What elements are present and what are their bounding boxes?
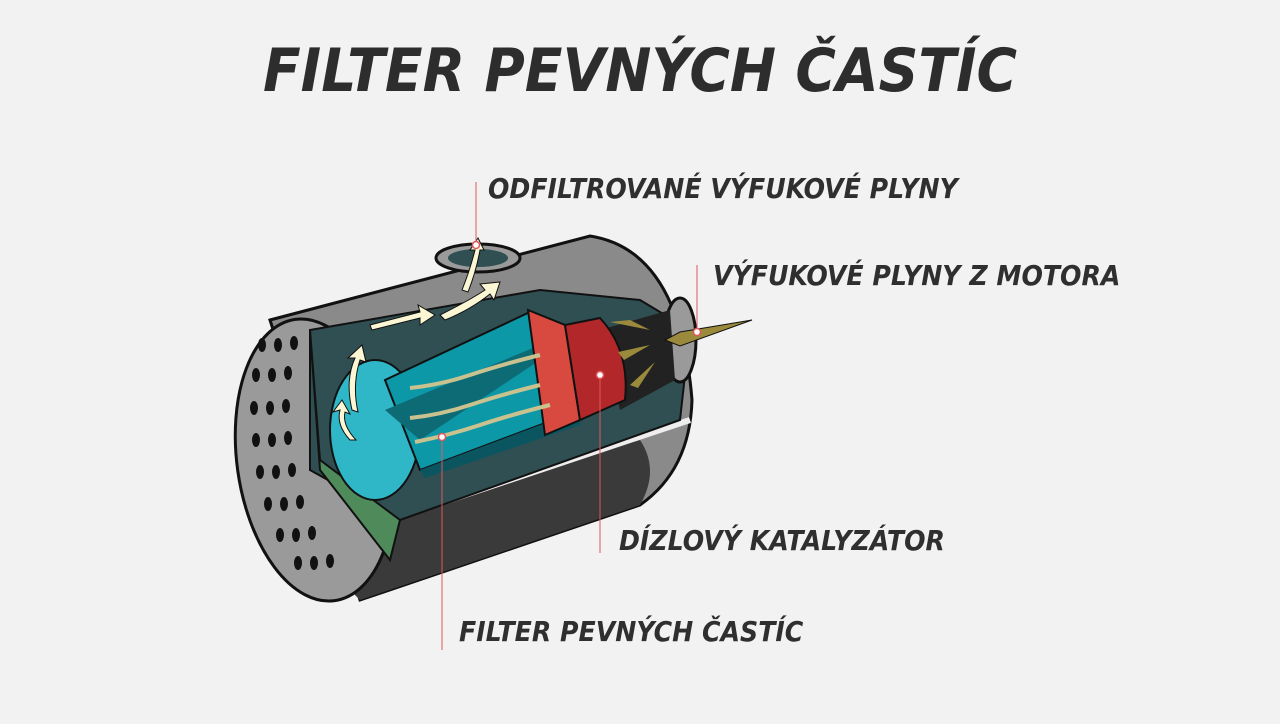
label-filtered-gases: ODFILTROVANÉ VÝFUKOVÉ PLYNY (488, 172, 958, 205)
leader-lines (441, 182, 698, 650)
leader-dots (437, 240, 702, 442)
gas-flow-arrows (331, 237, 753, 444)
diesel-catalyst-element (526, 308, 627, 437)
label-diesel-catalyst: DÍZLOVÝ KATALYZÁTOR (619, 524, 945, 557)
label-engine-gases: VÝFUKOVÉ PLYNY Z MOTORA (713, 259, 1121, 292)
label-particulate-filter: FILTER PEVNÝCH ČASTÍC (459, 615, 804, 648)
perforations (250, 336, 334, 570)
page-title: FILTER PEVNÝCH ČASTÍC (262, 36, 1018, 106)
